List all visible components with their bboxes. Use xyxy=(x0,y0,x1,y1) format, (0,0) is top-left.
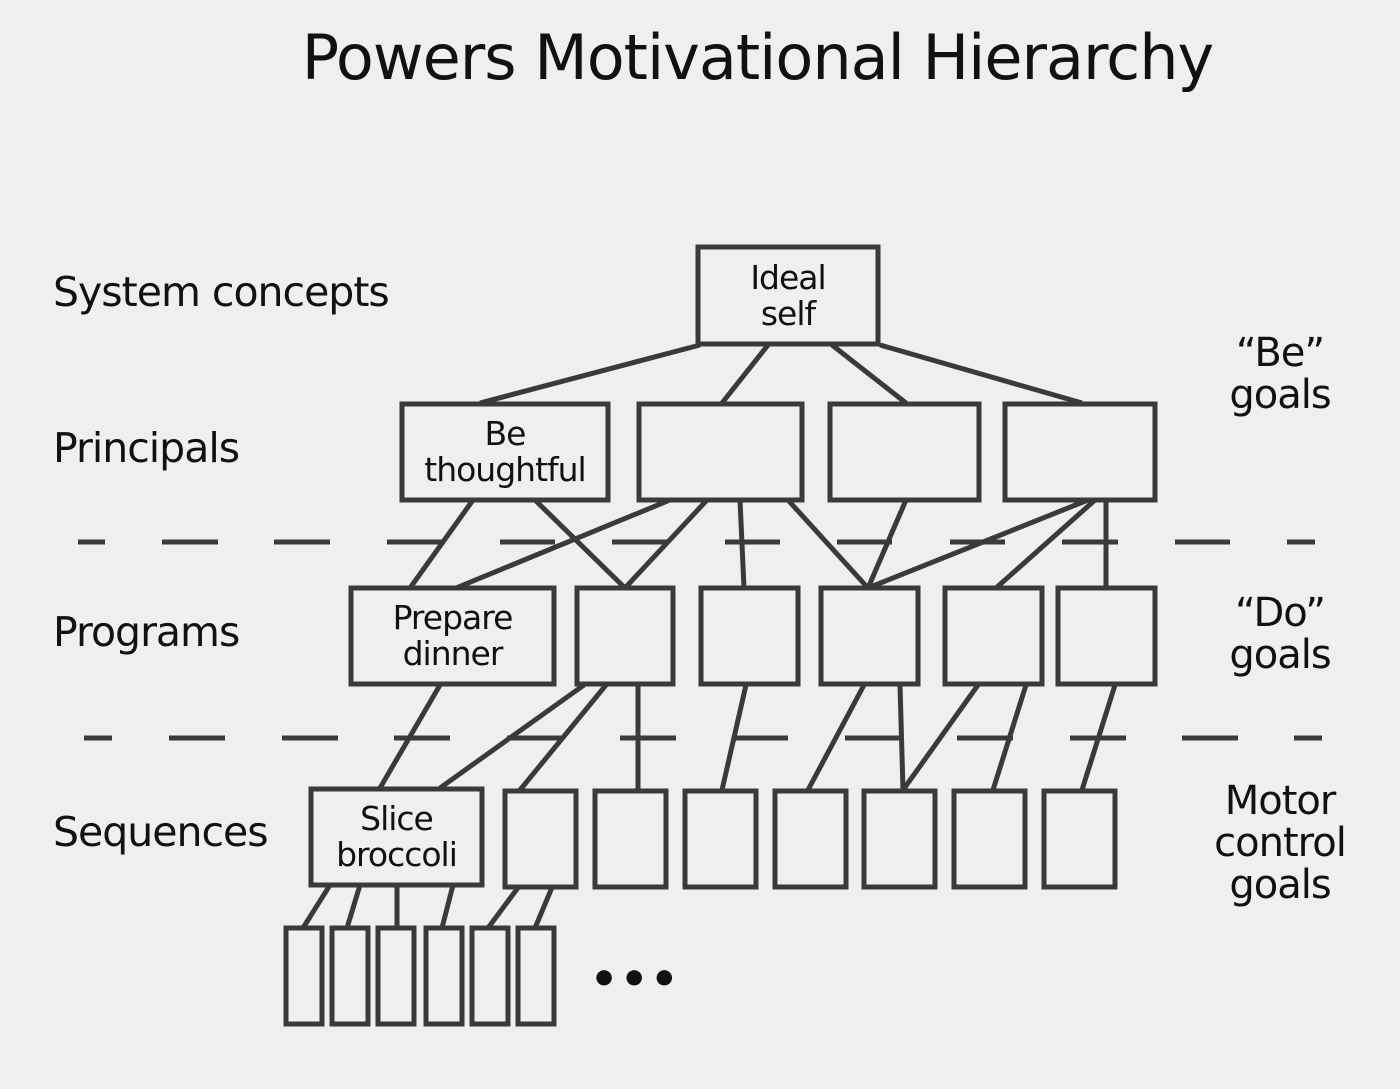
connector-line xyxy=(865,499,909,589)
box-program xyxy=(698,585,801,687)
box-action xyxy=(469,925,511,1027)
box-principal xyxy=(1002,401,1158,503)
level-label-sequences: Sequences xyxy=(53,808,269,856)
connector-line xyxy=(720,343,770,405)
box-program xyxy=(818,585,921,687)
do-goals-label: “Do” goals xyxy=(1200,592,1360,676)
connector-line xyxy=(879,342,1083,406)
connector-line xyxy=(485,883,523,930)
box-action xyxy=(329,925,371,1027)
connector-line xyxy=(900,683,981,792)
box-program xyxy=(1055,585,1158,687)
connector-line xyxy=(805,683,867,792)
connector-line xyxy=(438,682,586,791)
connector-line xyxy=(455,497,671,591)
connector-line xyxy=(407,498,476,590)
node-ideal-self: Ideal self xyxy=(698,247,878,344)
connector-line xyxy=(439,884,456,929)
node-be-thoughtful: Be thoughtful xyxy=(402,404,608,500)
connector-line xyxy=(344,884,363,929)
connector-line xyxy=(623,498,709,590)
box-sequence xyxy=(682,788,759,890)
box-sequence xyxy=(951,788,1028,890)
node-prepare-dinner-line-2: dinner xyxy=(402,634,504,673)
level-label-principals: Principals xyxy=(53,424,240,472)
node-be-thoughtful-line-1: Be xyxy=(484,414,527,453)
box-action xyxy=(515,925,557,1027)
box-principal xyxy=(636,401,805,503)
level-label-programs: Programs xyxy=(53,608,240,656)
motor-goals-line-3: goals xyxy=(1229,862,1331,908)
box-action xyxy=(423,925,465,1027)
box-sequence xyxy=(861,788,938,890)
motor-goals-line-1: Motor xyxy=(1224,778,1337,824)
node-slice-broccoli-line-1: Slice xyxy=(360,799,434,838)
box-sequence xyxy=(772,788,849,890)
box-principal xyxy=(827,401,982,503)
box-action xyxy=(375,925,417,1027)
be-goals-line-2: goals xyxy=(1229,372,1331,418)
be-goals-line-1: “Be” xyxy=(1235,330,1325,376)
connector-line xyxy=(737,499,747,589)
be-goals-label: “Be” goals xyxy=(1200,332,1360,416)
connector-line xyxy=(532,884,556,929)
box-sequence xyxy=(592,788,669,890)
connector-line xyxy=(990,684,1029,791)
do-goals-line-2: goals xyxy=(1229,632,1331,678)
connector-line xyxy=(897,684,906,791)
node-ideal-self-line-2: self xyxy=(760,293,816,333)
node-ideal-self-line-1: Ideal xyxy=(750,257,826,297)
node-prepare-dinner-line-1: Prepare xyxy=(392,598,514,637)
do-goals-line-1: “Do” xyxy=(1234,590,1326,636)
connector-line xyxy=(479,342,701,406)
connector-line xyxy=(719,684,749,791)
ellipsis: ••• xyxy=(590,954,681,1005)
box-program xyxy=(942,585,1045,687)
connector-line xyxy=(830,343,908,405)
connector-line xyxy=(867,497,1089,591)
connector-line xyxy=(786,498,870,590)
connector-line xyxy=(377,683,443,790)
box-program xyxy=(574,585,676,687)
box-sequence xyxy=(502,788,579,890)
connector-line xyxy=(994,498,1097,590)
box-prepare-dinner xyxy=(348,585,557,687)
motor-control-goals-label: Motor control goals xyxy=(1190,780,1370,906)
box-action xyxy=(283,925,325,1027)
connector-line xyxy=(518,683,608,792)
box-ideal-self xyxy=(695,244,881,347)
box-slice-broccoli xyxy=(308,786,485,888)
node-prepare-dinner: Prepare dinner xyxy=(351,588,554,684)
node-slice-broccoli: Slice broccoli xyxy=(311,789,482,885)
level-label-system-concepts: System concepts xyxy=(53,268,390,316)
connector-line xyxy=(300,883,333,930)
diagram-title: Powers Motivational Hierarchy xyxy=(301,21,1214,94)
box-sequence xyxy=(1041,788,1118,890)
connector-line xyxy=(1079,684,1118,791)
connector-line xyxy=(533,498,627,590)
node-be-thoughtful-line-2: thoughtful xyxy=(424,450,586,489)
motor-goals-line-2: control xyxy=(1214,820,1347,866)
node-slice-broccoli-line-2: broccoli xyxy=(336,835,458,874)
box-be-thoughtful xyxy=(399,401,611,503)
